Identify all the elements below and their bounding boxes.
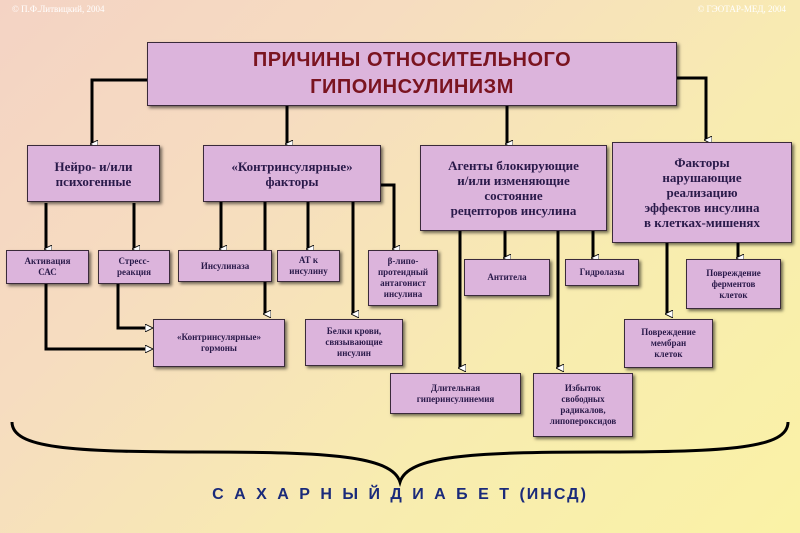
item-beta-line-3: антагонист: [380, 278, 426, 288]
item-radicals: Избыток свободных радикалов, липоперокси…: [533, 373, 633, 437]
connector-stress-hormones: [116, 284, 151, 328]
category-factors-line-4: эффектов инсулина: [644, 200, 760, 215]
item-stress-line-1: Стресс-: [118, 256, 150, 266]
item-hormones-line-1: «Контринсулярные»: [177, 332, 261, 342]
category-factors: Факторы нарушающие реализацию эффектов и…: [612, 142, 792, 243]
item-radicals-line-2: свободных: [561, 394, 605, 404]
item-enzymes-line-3: клеток: [719, 289, 748, 300]
title-line-2: ГИПОИНСУЛИНИЗМ: [310, 76, 514, 98]
item-beta-line-4: инсулина: [383, 289, 423, 299]
category-agents-line-2: и/или изменяющие: [457, 173, 570, 188]
category-factors-line-2: нарушающие: [662, 170, 742, 185]
category-agents: Агенты блокирующие и/или изменяющие сост…: [420, 145, 607, 231]
connector-contra-beta: [380, 183, 394, 249]
item-hyperinsulin-line-2: гиперинсулинемия: [416, 393, 495, 404]
item-beta-line-1: β-липо-: [387, 256, 419, 266]
footer-diagnosis: С А Х А Р Н Ы Й Д И А Б Е Т (ИНСД): [212, 486, 588, 503]
item-stress-line-2: реакция: [117, 267, 151, 277]
copyright-left: © П.Ф.Литвицкий, 2004: [12, 4, 105, 14]
connector-sas-hormones: [44, 284, 151, 349]
item-enzymes: Повреждение ферментов клеток: [686, 259, 781, 309]
item-membranes-line-1: Повреждение: [641, 327, 696, 337]
item-radicals-line-3: радикалов,: [560, 405, 606, 415]
item-membranes: Повреждение мембран клеток: [624, 319, 713, 368]
item-at-line-1: АТ к: [298, 255, 319, 265]
category-agents-line-3: состояние: [484, 188, 543, 203]
item-radicals-line-4: липопероксидов: [549, 416, 617, 426]
category-neuro-line-2: психогенные: [55, 173, 132, 189]
connector-title-factors: [676, 76, 706, 140]
category-agents-line-4: рецепторов инсулина: [450, 203, 577, 218]
item-beta: β-липо- протеидный антагонист инсулина: [368, 250, 438, 306]
item-at-line-2: инсулину: [289, 266, 328, 276]
item-proteins-line-1: Белки крови,: [326, 326, 382, 336]
item-proteins: Белки крови, связывающие инсулин: [305, 319, 403, 366]
title-line-1: ПРИЧИНЫ ОТНОСИТЕЛЬНОГО: [252, 49, 572, 71]
item-hormones-line-2: гормоны: [201, 343, 237, 353]
item-hormones: «Контринсулярные»гормоны: [153, 319, 285, 367]
item-antibodies-label: Антитела: [487, 272, 527, 282]
item-hyperinsulin-line-1: Длительная: [430, 382, 481, 393]
category-factors-line-1: Факторы: [674, 155, 730, 170]
category-neuro-line-1: Нейро- и/или: [54, 158, 133, 174]
curly-brace: [10, 421, 790, 488]
item-hydrolases: Гидролазы: [565, 259, 639, 286]
item-sas-line-2: САС: [38, 267, 57, 277]
copyright-right: © ГЭОТАР-МЕД, 2004: [697, 4, 786, 14]
item-enzymes-line-1: Повреждение: [706, 267, 761, 278]
item-proteins-line-3: инсулин: [337, 348, 371, 358]
item-membranes-line-3: клеток: [654, 349, 683, 359]
category-contra-line-2: факторы: [265, 173, 319, 189]
category-agents-line-1: Агенты блокирующие: [448, 158, 579, 173]
item-beta-line-2: протеидный: [377, 267, 429, 277]
category-factors-line-3: реализацию: [666, 185, 738, 200]
category-contra: «Контринсулярные»факторы: [203, 145, 381, 202]
category-contra-line-1: «Контринсулярные»: [231, 158, 353, 174]
item-proteins-line-2: связывающие: [325, 337, 383, 347]
item-sas-line-1: Активация: [24, 256, 71, 266]
item-radicals-line-1: Избыток: [564, 383, 602, 393]
item-insulinase-label: Инсулиназа: [200, 260, 250, 271]
item-hydrolases-label: Гидролазы: [579, 267, 625, 277]
item-membranes-line-2: мембран: [650, 338, 687, 348]
item-stress: Стресс-реакция: [98, 250, 170, 284]
item-insulinase: Инсулиназа: [178, 250, 272, 282]
category-factors-line-5: в клетках-мишенях: [644, 215, 760, 230]
connector-title-neuro: [92, 78, 148, 144]
item-antibodies: Антитела: [464, 259, 550, 296]
item-enzymes-line-2: ферментов: [711, 278, 756, 289]
title-box: ПРИЧИНЫ ОТНОСИТЕЛЬНОГО ГИПОИНСУЛИНИЗМ: [147, 42, 677, 106]
